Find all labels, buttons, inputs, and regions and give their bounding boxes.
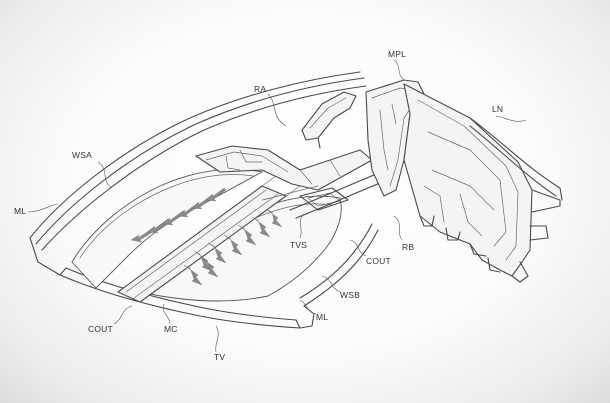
glass-pane-left — [71, 168, 264, 289]
label-ml-left: ML — [14, 206, 26, 216]
label-wsa: WSA — [72, 150, 92, 160]
retractor-arm — [301, 91, 357, 149]
label-mpl: MPL — [388, 49, 406, 59]
flow-arrows-right — [183, 208, 283, 286]
reference-labels: MPL RA LN WSA ML TVS RB COUT WSB ML COUT… — [14, 49, 503, 362]
label-ml-bottom: ML — [316, 312, 328, 322]
label-ra: RA — [254, 84, 266, 94]
label-tv: TV — [214, 352, 225, 362]
label-wsb: WSB — [340, 290, 360, 300]
label-cout-right: COUT — [366, 256, 391, 266]
flow-arrows-left — [130, 187, 227, 243]
center-cross-member — [117, 175, 301, 303]
rear-pillar-assembly — [365, 79, 563, 283]
label-cout-left: COUT — [88, 324, 113, 334]
label-rb: RB — [402, 242, 414, 252]
leader-lines — [27, 59, 527, 353]
label-mc: MC — [164, 324, 178, 334]
label-ln: LN — [492, 104, 503, 114]
label-tvs: TVS — [290, 240, 307, 250]
